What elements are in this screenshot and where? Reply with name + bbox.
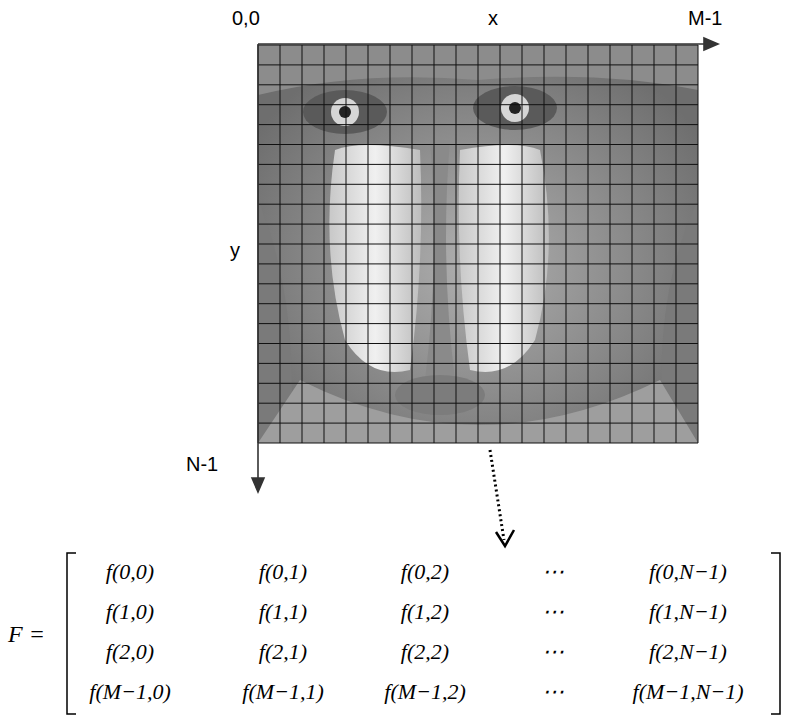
dotted-arrow bbox=[490, 450, 514, 546]
matrix-cell: f(2,1) bbox=[259, 640, 307, 664]
axis-label: y bbox=[230, 238, 240, 262]
axis-label: M-1 bbox=[688, 6, 722, 30]
matrix-cell: ⋯ bbox=[542, 560, 564, 584]
matrix-cell: f(M−1,N−1) bbox=[633, 680, 744, 704]
matrix-brackets bbox=[67, 553, 780, 714]
matrix-cell: f(M−1,0) bbox=[89, 680, 170, 704]
axis-label: N-1 bbox=[186, 452, 218, 476]
matrix-cell: f(0,1) bbox=[259, 560, 307, 584]
matrix-cell: f(0,2) bbox=[401, 560, 449, 584]
matrix-cell: f(1,1) bbox=[259, 600, 307, 624]
matrix-cell: f(1,N−1) bbox=[649, 600, 727, 624]
matrix-cell: f(0,0) bbox=[106, 560, 154, 584]
baboon-image bbox=[258, 45, 698, 443]
matrix-cell: f(1,2) bbox=[401, 600, 449, 624]
matrix-cell: ⋯ bbox=[542, 680, 564, 704]
matrix-cell: ⋯ bbox=[542, 640, 564, 664]
axis-label: 0,0 bbox=[232, 6, 260, 30]
matrix-cell: f(0,N−1) bbox=[649, 560, 727, 584]
matrix-cell: f(2,0) bbox=[106, 640, 154, 664]
matrix-cell: f(M−1,1) bbox=[242, 680, 323, 704]
matrix-cell: f(2,2) bbox=[401, 640, 449, 664]
matrix-cell: f(2,N−1) bbox=[649, 640, 727, 664]
matrix-cell: f(M−1,2) bbox=[384, 680, 465, 704]
pixel-grid bbox=[258, 45, 698, 443]
matrix-cell: f(1,0) bbox=[106, 600, 154, 624]
matrix-symbol: F = bbox=[8, 622, 45, 646]
matrix-cell: ⋯ bbox=[542, 600, 564, 624]
axes bbox=[252, 38, 718, 492]
axis-label: x bbox=[488, 6, 498, 30]
